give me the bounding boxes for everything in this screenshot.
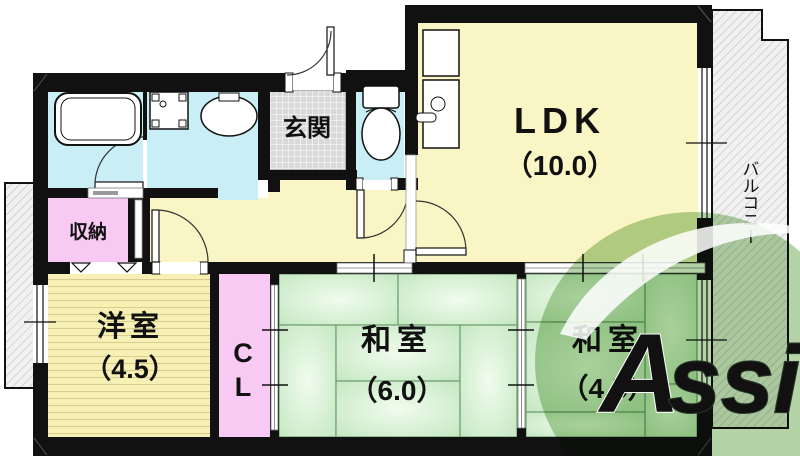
room-labels: LDK （10.0） 玄関 収納 C L 洋室 （4.5） 和室 （6.0） 和… [69,100,759,406]
watermark-letters-rest: ssist [668,327,800,433]
genkan-label: 玄関 [283,114,331,142]
entrance-jamb-right [332,72,342,93]
sliding-door-between-washitsu [508,278,534,429]
toilet-jamb-left [355,177,364,191]
ldk-size: （10.0） [505,149,616,181]
washing-machine-pan [149,91,189,130]
fixtures [54,29,460,161]
veranda-left [4,182,37,389]
toilet [361,85,401,161]
ldk-label: LDK [514,100,606,141]
sliding-door-closet [262,284,288,431]
washitsu6-label: 和室 [361,323,433,357]
toilet-jamb-right [390,177,399,191]
window-bathroom [87,187,144,199]
western-door-swing [155,209,209,263]
western-door-jamb-right [199,261,209,275]
toilet-opening [363,180,391,190]
entrance-door-swing [286,30,332,76]
tatami-mats-6 [278,273,518,438]
entrance-jamb-left [284,72,294,93]
bath-door-opening [143,140,147,186]
watermark-letter-a: A [597,311,681,436]
washitsu6-size: （6.0） [350,374,445,406]
western-room-size: （4.5） [84,354,176,384]
closet-letter-l: L [235,372,252,402]
ldk-door-swing [415,200,467,252]
window-ldk [686,68,727,218]
sliding-door-washitsu6 [336,254,413,282]
storage-floor [48,198,128,262]
window-western-room [24,285,56,363]
ldk-door-leaf [415,247,467,256]
western-door-opening [160,262,200,274]
watermark-circle [535,212,800,456]
storage-side-frame [134,199,143,259]
bathtub [54,92,142,146]
entrance-opening [293,75,333,90]
watermark-assist-logo: A ssist [535,212,800,456]
kitchen-counter [415,29,460,149]
storage-label: 収納 [69,220,107,243]
ldk-door-jamb [403,249,417,264]
storage-accordion-doors [70,262,138,273]
closet-letter-c: C [233,338,253,368]
washroom-opening [218,188,258,200]
toilet-door-leaf [356,189,365,239]
western-door-jamb-left [151,261,161,275]
western-room-floor [48,274,210,437]
closet-floor [219,274,270,437]
watermark-leaf-swoosh [560,222,800,340]
hallway-west-floor [143,198,273,264]
western-door-leaf [151,209,160,263]
washbasin [200,92,258,137]
western-room-label: 洋室 [97,309,163,343]
ldk-door-opening [405,154,417,251]
hallway-east-floor [268,180,414,272]
kitchen-faucet [415,112,437,123]
